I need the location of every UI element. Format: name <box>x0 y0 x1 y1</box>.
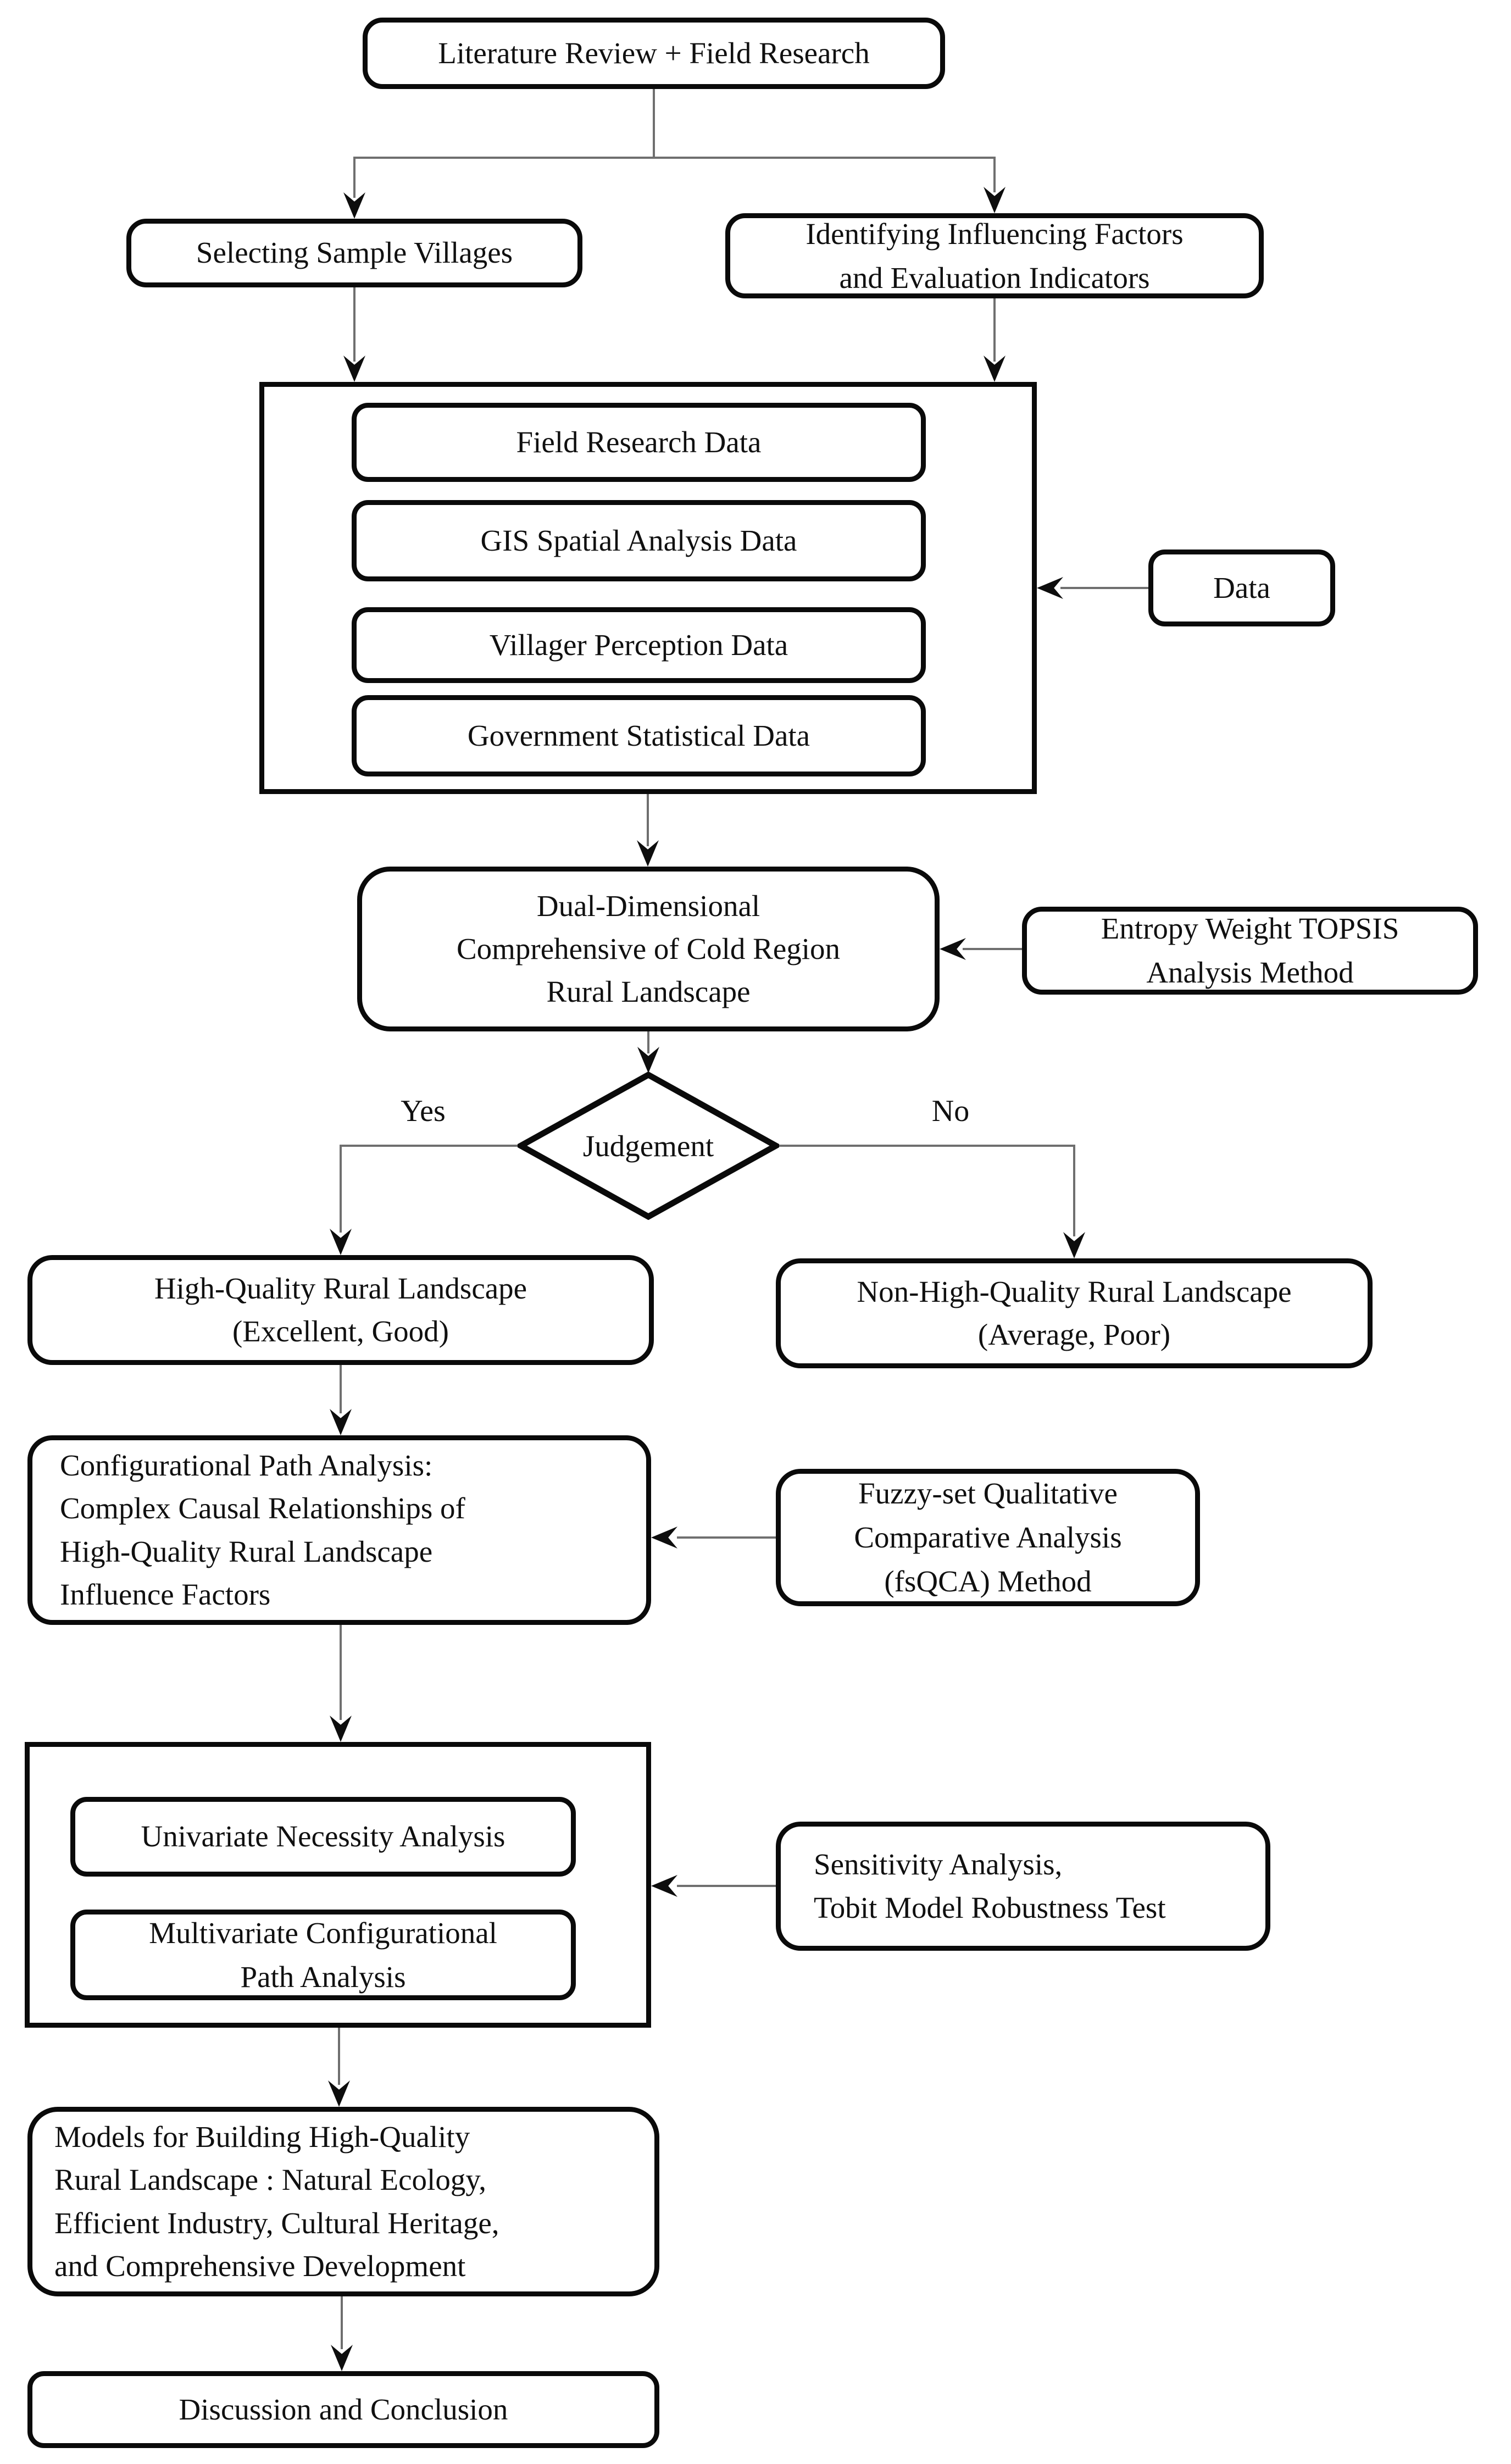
node-config-path-analysis: Configurational Path Analysis: Complex C… <box>27 1435 651 1625</box>
connector-to-identifying <box>993 157 996 192</box>
node-multivariate: Multivariate Configurational Path Analys… <box>70 1910 576 2000</box>
node-config-path-analysis-label: Configurational Path Analysis: Complex C… <box>60 1449 465 1611</box>
connector-container-dual <box>647 794 649 846</box>
node-literature-review-label: Literature Review + Field Research <box>438 36 870 70</box>
connector-no-vertical <box>1073 1145 1075 1236</box>
connector-config-container2 <box>340 1625 342 1720</box>
node-gis-spatial-data-label: GIS Spatial Analysis Data <box>480 523 797 557</box>
node-non-high-quality: Non-High-Quality Rural Landscape (Averag… <box>776 1258 1373 1368</box>
edge-label-no: No <box>931 1094 970 1128</box>
connector-fsqca-config <box>677 1536 777 1539</box>
node-models-label: Models for Building High-Quality Rural L… <box>54 2120 499 2283</box>
node-fsqca-label: Fuzzy-set Qualitative Comparative Analys… <box>854 1477 1122 1598</box>
connector-dual-judgement <box>647 1031 649 1053</box>
node-discussion: Discussion and Conclusion <box>27 2371 659 2448</box>
edge-label-yes: Yes <box>401 1094 446 1128</box>
connector-selecting-container <box>353 287 355 362</box>
node-field-research-data-label: Field Research Data <box>516 425 762 459</box>
node-entropy-topsis: Entropy Weight TOPSIS Analysis Method <box>1022 907 1478 995</box>
node-government-statistical-data: Government Statistical Data <box>352 695 926 776</box>
connector-identifying-container <box>993 298 996 362</box>
connector-yes-horizontal <box>340 1145 519 1147</box>
node-selecting-sample-villages: Selecting Sample Villages <box>126 219 582 287</box>
node-identifying-factors: Identifying Influencing Factors and Eval… <box>725 213 1264 298</box>
node-villager-perception-data-label: Villager Perception Data <box>489 628 788 662</box>
node-data-label: Data <box>1213 570 1270 604</box>
connector-sensitivity-container2 <box>677 1885 777 1887</box>
connector-data-container <box>1060 587 1148 589</box>
node-high-quality: High-Quality Rural Landscape (Excellent,… <box>27 1255 654 1365</box>
node-dual-dimensional: Dual-Dimensional Comprehensive of Cold R… <box>357 867 940 1031</box>
arrowhead-fsqca-config <box>651 1527 677 1549</box>
connector-entropy-dual <box>963 948 1022 950</box>
node-literature-review: Literature Review + Field Research <box>363 18 945 89</box>
connector-top-split <box>354 157 996 159</box>
node-dual-dimensional-label: Dual-Dimensional Comprehensive of Cold R… <box>456 889 841 1009</box>
connector-highq-config <box>340 1365 342 1413</box>
connector-no-horizontal <box>778 1145 1074 1147</box>
node-data: Data <box>1148 550 1335 626</box>
node-field-research-data: Field Research Data <box>352 403 926 482</box>
node-identifying-factors-label: Identifying Influencing Factors and Eval… <box>806 217 1184 295</box>
node-univariate: Univariate Necessity Analysis <box>70 1797 576 1877</box>
connector-models-discussion <box>341 2296 343 2349</box>
node-non-high-quality-label: Non-High-Quality Rural Landscape (Averag… <box>857 1274 1292 1351</box>
arrowhead-entropy-dual <box>940 938 966 960</box>
node-high-quality-label: High-Quality Rural Landscape (Excellent,… <box>154 1271 527 1348</box>
node-models: Models for Building High-Quality Rural L… <box>27 2107 659 2296</box>
connector-litreview-down <box>653 89 655 159</box>
node-fsqca: Fuzzy-set Qualitative Comparative Analys… <box>776 1469 1200 1606</box>
node-multivariate-label: Multivariate Configurational Path Analys… <box>149 1916 497 1994</box>
node-government-statistical-data-label: Government Statistical Data <box>467 718 810 752</box>
node-univariate-label: Univariate Necessity Analysis <box>141 1819 505 1853</box>
node-selecting-sample-villages-label: Selecting Sample Villages <box>196 236 513 270</box>
arrowhead-sensitivity-container2 <box>651 1875 677 1897</box>
node-judgement-label: Judgement <box>582 1129 714 1163</box>
node-entropy-topsis-label: Entropy Weight TOPSIS Analysis Method <box>1101 912 1399 989</box>
node-sensitivity: Sensitivity Analysis, Tobit Model Robust… <box>776 1822 1270 1951</box>
arrowhead-yes-highq <box>330 1229 352 1255</box>
judgement-diamond <box>518 1072 779 1220</box>
arrowhead-data-container <box>1037 577 1063 599</box>
node-sensitivity-label: Sensitivity Analysis, Tobit Model Robust… <box>814 1847 1166 1924</box>
connector-container2-models <box>338 2028 340 2085</box>
node-gis-spatial-data: GIS Spatial Analysis Data <box>352 500 926 581</box>
node-discussion-label: Discussion and Conclusion <box>179 2392 508 2426</box>
connector-yes-vertical <box>340 1145 342 1233</box>
connector-to-selecting <box>353 157 355 198</box>
node-villager-perception-data: Villager Perception Data <box>352 607 926 683</box>
